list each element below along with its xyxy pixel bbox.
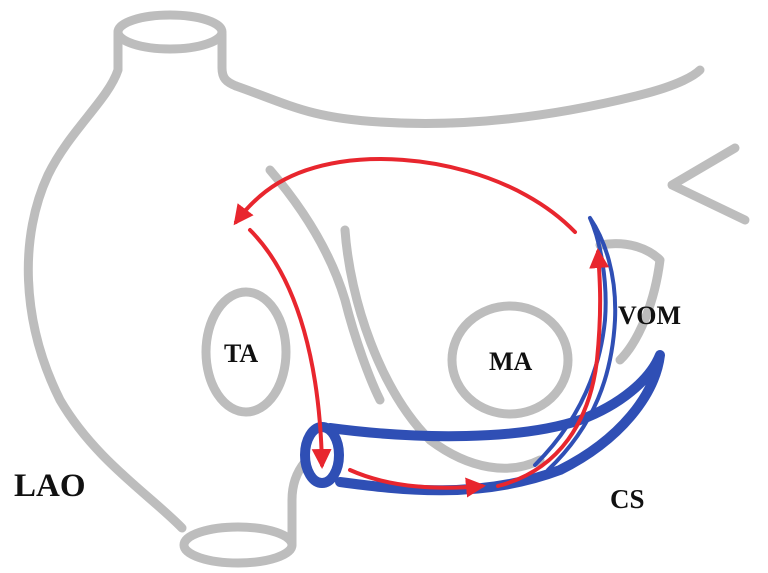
ivc-right-wall [292, 462, 305, 545]
atrial-roof [236, 70, 700, 123]
label-cs: CS [610, 484, 645, 514]
label-lao: LAO [14, 468, 86, 504]
label-ma: MA [489, 347, 533, 376]
label-vom: VOM [618, 301, 681, 330]
label-ta: TA [224, 339, 258, 368]
pulmonary-vein-chevron [672, 148, 745, 220]
ivc-opening [184, 527, 292, 563]
right-atrium-outline [28, 34, 236, 528]
svc-opening [118, 15, 222, 49]
